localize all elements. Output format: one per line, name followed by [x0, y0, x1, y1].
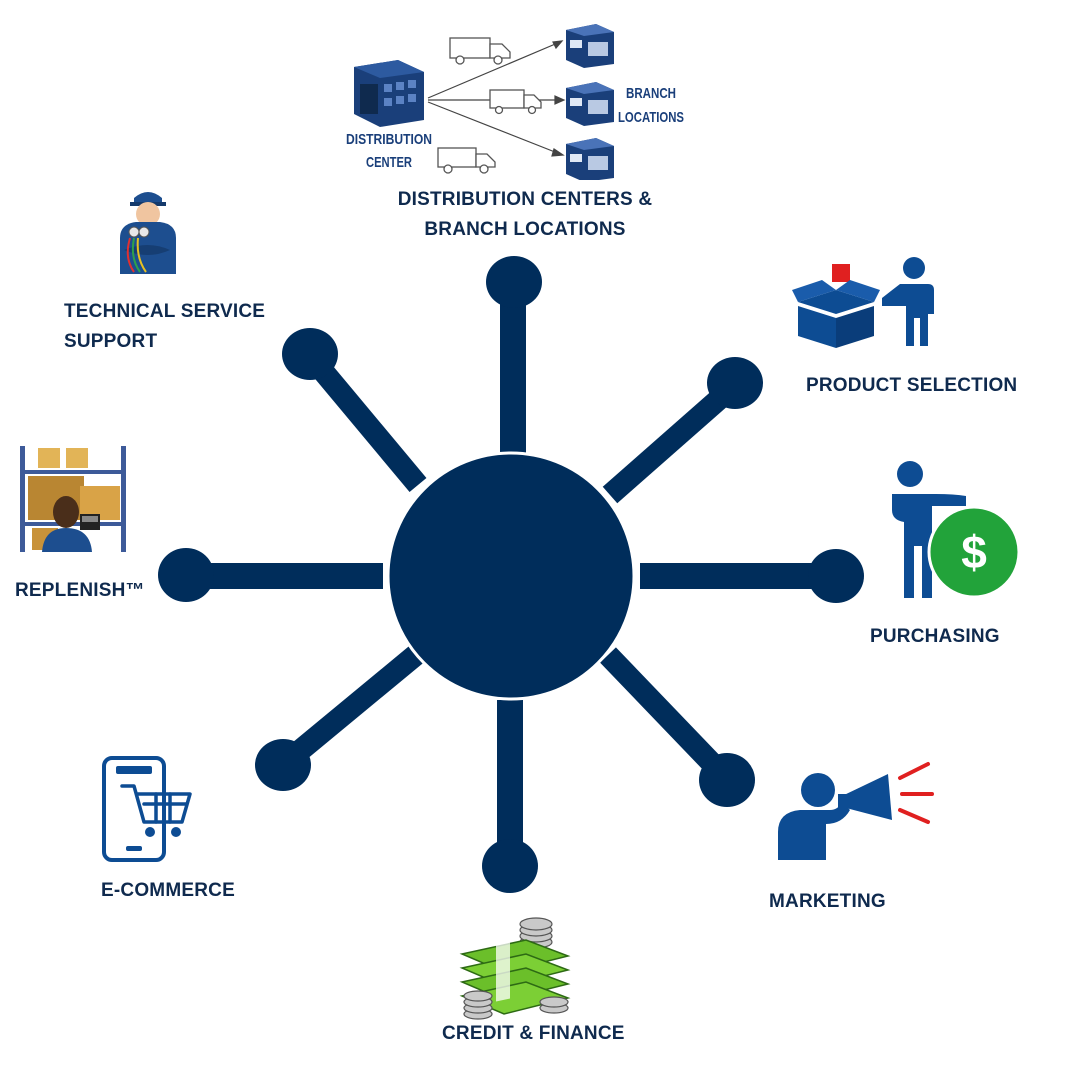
spoke-top-right — [602, 376, 743, 504]
spoke-cap-bottom-left — [255, 739, 311, 791]
product-selection-label: PRODUCT SELECTION — [806, 375, 1018, 396]
spoke-cap-top — [486, 256, 542, 308]
purchasing-label: PURCHASING — [870, 626, 1000, 647]
distribution-building-icon — [354, 60, 424, 127]
distribution-center-label-line1: DISTRIBUTION — [346, 131, 432, 148]
mobile-cart-icon — [102, 756, 192, 862]
distribution-network-icon: DISTRIBUTION CENTER BRANCH LOCATIONS — [346, 24, 684, 180]
technical-service-label: TECHNICAL SERVICE SUPPORT — [64, 297, 265, 357]
warehouse-shelf-icon — [20, 446, 126, 552]
spoke-cap-bottom-right — [699, 753, 755, 807]
spoke-cap-right — [808, 549, 864, 603]
spoke-cap-top-left — [282, 328, 338, 380]
distribution-center-label-line2: CENTER — [366, 154, 412, 171]
branch-store-icon — [566, 24, 614, 180]
spoke-top-left — [303, 350, 427, 493]
hub-circle — [386, 451, 636, 701]
spoke-cap-left — [158, 548, 214, 602]
branch-locations-label-line2: LOCATIONS — [618, 109, 684, 126]
spoke-bottom-right — [600, 647, 736, 788]
spoke-bottom-left — [277, 644, 426, 772]
ecommerce-label: E-COMMERCE — [101, 880, 235, 901]
spoke-cap-top-right — [707, 357, 763, 409]
distribution-centers-label-line2: BRANCH LOCATIONS — [424, 219, 626, 240]
distribution-centers-label-line1: DISTRIBUTION CENTERS & — [397, 189, 653, 210]
marketing-label: MARKETING — [769, 891, 886, 912]
svg-text:$: $ — [961, 526, 987, 578]
credit-finance-label: CREDIT & FINANCE — [442, 1023, 625, 1044]
spoke-cap-bottom — [482, 839, 538, 893]
dollar-coin-icon: $ — [892, 461, 1021, 599]
product-box-icon — [792, 257, 934, 348]
truck-icon — [437, 37, 542, 174]
technician-icon — [106, 186, 188, 274]
money-stack-icon — [459, 917, 571, 1020]
technical-service-label-line2: SUPPORT — [64, 331, 158, 352]
branch-locations-label-line1: BRANCH — [626, 85, 676, 102]
megaphone-icon — [778, 762, 934, 860]
replenish-label: REPLENISH™ — [15, 580, 145, 601]
technical-service-label-line1: TECHNICAL SERVICE — [64, 301, 266, 322]
distribution-centers-label: DISTRIBUTION CENTERS & BRANCH LOCATIONS — [380, 185, 670, 245]
